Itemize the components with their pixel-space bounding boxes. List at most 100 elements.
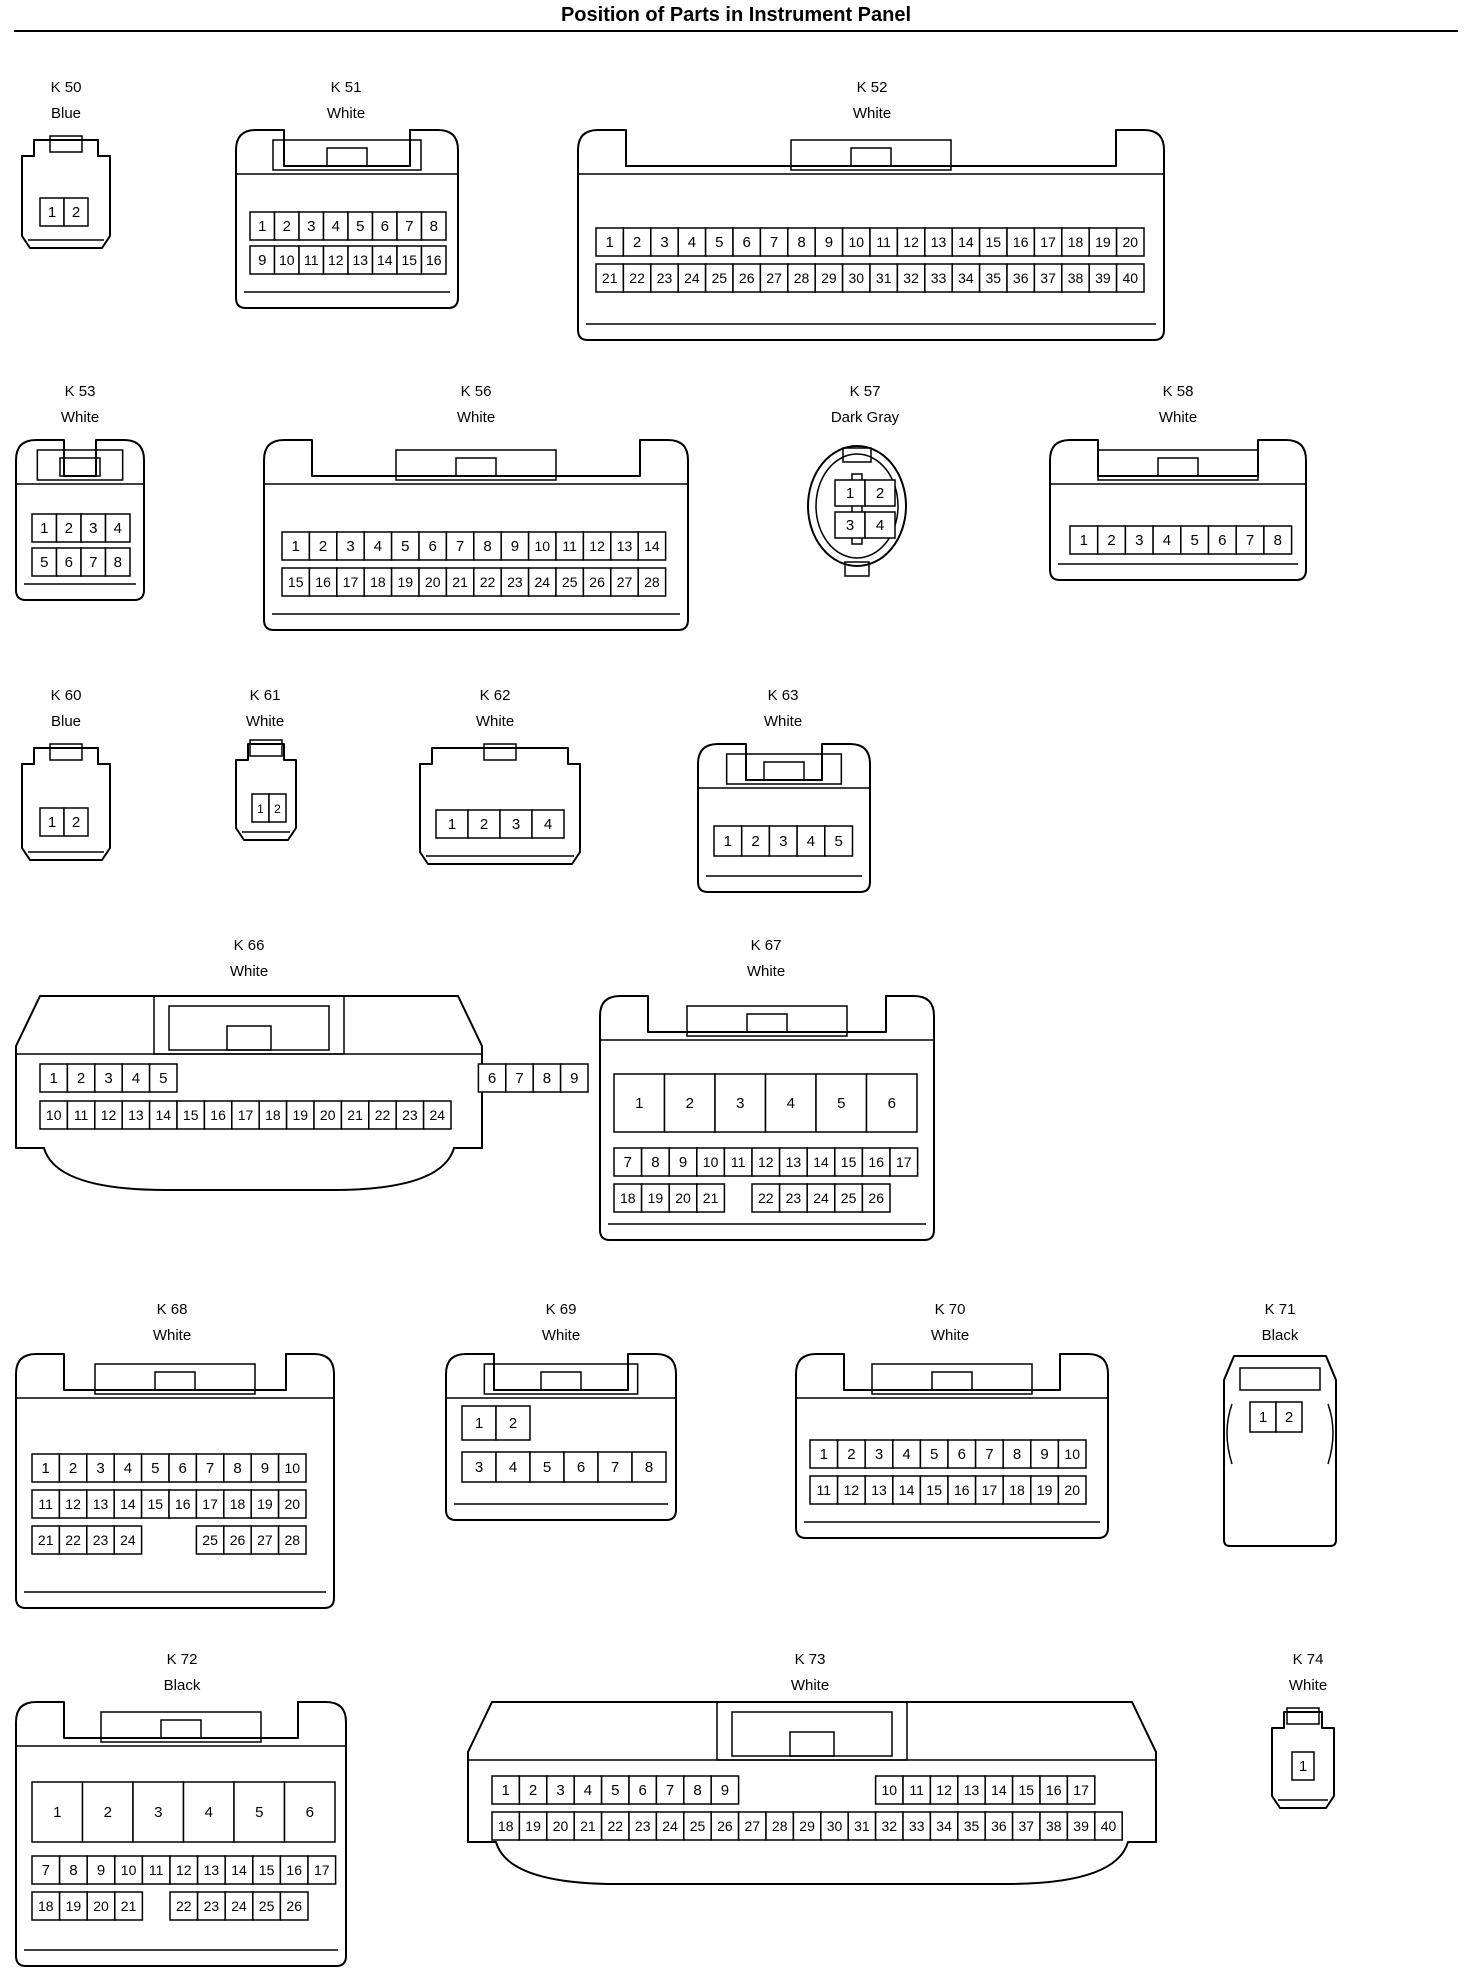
pin-number: 34 [936, 1818, 952, 1834]
pin-cell: 1 [491, 1775, 521, 1805]
pin-number: 6 [577, 1459, 585, 1476]
pin-number: 39 [1073, 1818, 1089, 1834]
pin-number: 21 [452, 574, 468, 590]
pin-cell: 4 [322, 211, 349, 241]
pin-cell: 16 [168, 1489, 198, 1519]
pin-cell: 26 [279, 1891, 309, 1921]
connector-id-label: K 56 [461, 383, 492, 400]
pin-cell: 18 [223, 1489, 252, 1519]
pin-number: 18 [498, 1818, 514, 1834]
pin-number: 7 [611, 1459, 619, 1476]
pin-cell: 2 [1096, 525, 1127, 555]
pin-number: 13 [617, 538, 633, 554]
pin-number: 3 [660, 234, 668, 251]
pin-number: 9 [570, 1070, 578, 1087]
pin-number: 8 [693, 1782, 701, 1799]
pin-number: 5 [611, 1782, 619, 1799]
pin-cell: 8 [1263, 525, 1293, 555]
pin-cell: 7 [445, 531, 475, 561]
pin-cell: 12 [836, 1475, 866, 1505]
pin-cell: 15 [140, 1489, 170, 1519]
pin-number: 18 [620, 1190, 636, 1206]
pin-cell: 3 [714, 1073, 767, 1133]
pin-number: 4 [787, 1095, 795, 1112]
pin-number: 8 [483, 538, 491, 555]
pin-number: 17 [982, 1482, 998, 1498]
pin-number: 17 [343, 574, 359, 590]
pin-number: 21 [38, 1532, 54, 1548]
pin-cell: 2 [663, 1073, 716, 1133]
pin-number: 6 [179, 1460, 187, 1477]
pin-cell: 22 [368, 1100, 397, 1130]
pin-cell: 19 [1088, 227, 1118, 257]
pin-number: 38 [1046, 1818, 1062, 1834]
connector-id-label: K 68 [157, 1301, 188, 1318]
pin-cell: 24 [806, 1183, 836, 1213]
pin-cell: 11 [31, 1489, 61, 1519]
pin-cell: 16 [279, 1855, 309, 1885]
pin-cell: 5 [390, 531, 420, 561]
pin-cell: 23 [196, 1891, 226, 1921]
connector-id-label: K 53 [65, 383, 96, 400]
pin-number: 16 [868, 1154, 884, 1170]
pin-number: 12 [936, 1782, 952, 1798]
pin-cell: 21 [573, 1811, 603, 1841]
connector-id-label: K 66 [234, 937, 265, 954]
pin-number: 8 [233, 1460, 241, 1477]
pin-number: 20 [1064, 1482, 1080, 1498]
pin-number: 8 [543, 1070, 551, 1087]
pin-cell: 15 [1011, 1775, 1041, 1805]
pin-number: 7 [42, 1862, 50, 1879]
pin-number: 11 [74, 1107, 89, 1123]
connector-color-label: White [246, 713, 284, 730]
connector-id-label: K 71 [1265, 1301, 1296, 1318]
pin-number: 13 [931, 234, 947, 250]
pin-number: 13 [871, 1482, 887, 1498]
pin-cell: 3 [1124, 525, 1154, 555]
pin-number: 16 [1013, 234, 1029, 250]
pin-number: 7 [770, 234, 778, 251]
pin-cell: 3 [650, 227, 679, 257]
pin-number: 7 [515, 1070, 523, 1087]
pin-cell: 8 [532, 1063, 562, 1093]
pin-number: 1 [53, 1804, 61, 1821]
pin-cell: 8 [640, 1147, 670, 1177]
connector-color-label: White [853, 105, 891, 122]
connector-color-label: White [1159, 409, 1197, 426]
pin-cell: 14 [371, 245, 398, 275]
pin-number: 4 [876, 517, 884, 534]
pin-number: 22 [758, 1190, 774, 1206]
pin-number: 5 [837, 1095, 845, 1112]
pin-cell: 15 [281, 567, 311, 597]
pin-cell: 5 [31, 547, 58, 577]
pin-number: 26 [286, 1898, 302, 1914]
pin-number: 6 [488, 1070, 496, 1087]
pin-cell: 1 [461, 1405, 497, 1441]
connector-id-label: K 70 [935, 1301, 966, 1318]
pin-cell: 22 [169, 1891, 199, 1921]
pin-cell: 7 [505, 1063, 534, 1093]
pin-number: 13 [128, 1107, 144, 1123]
pin-cell: 6 [628, 1775, 658, 1805]
pin-number: 3 [307, 218, 315, 235]
pin-cell: 34 [951, 263, 981, 293]
pin-number: 2 [751, 833, 759, 850]
pin-cell: 3 [80, 513, 107, 543]
pin-cell: 3 [336, 531, 365, 561]
pin-number: 27 [617, 574, 633, 590]
pin-number: 26 [589, 574, 605, 590]
pin-cell: 13 [121, 1100, 151, 1130]
pin-number: 5 [151, 1460, 159, 1477]
pin-number: 1 [724, 833, 732, 850]
pin-cell: 5 [529, 1451, 565, 1483]
pin-number: 13 [964, 1782, 980, 1798]
pin-cell: 1 [31, 513, 58, 543]
connector-housing [419, 743, 581, 865]
pin-number: 1 [42, 1460, 50, 1477]
pin-number: 9 [511, 538, 519, 555]
pin-number: 8 [69, 1862, 77, 1879]
pin-number: 23 [507, 574, 523, 590]
